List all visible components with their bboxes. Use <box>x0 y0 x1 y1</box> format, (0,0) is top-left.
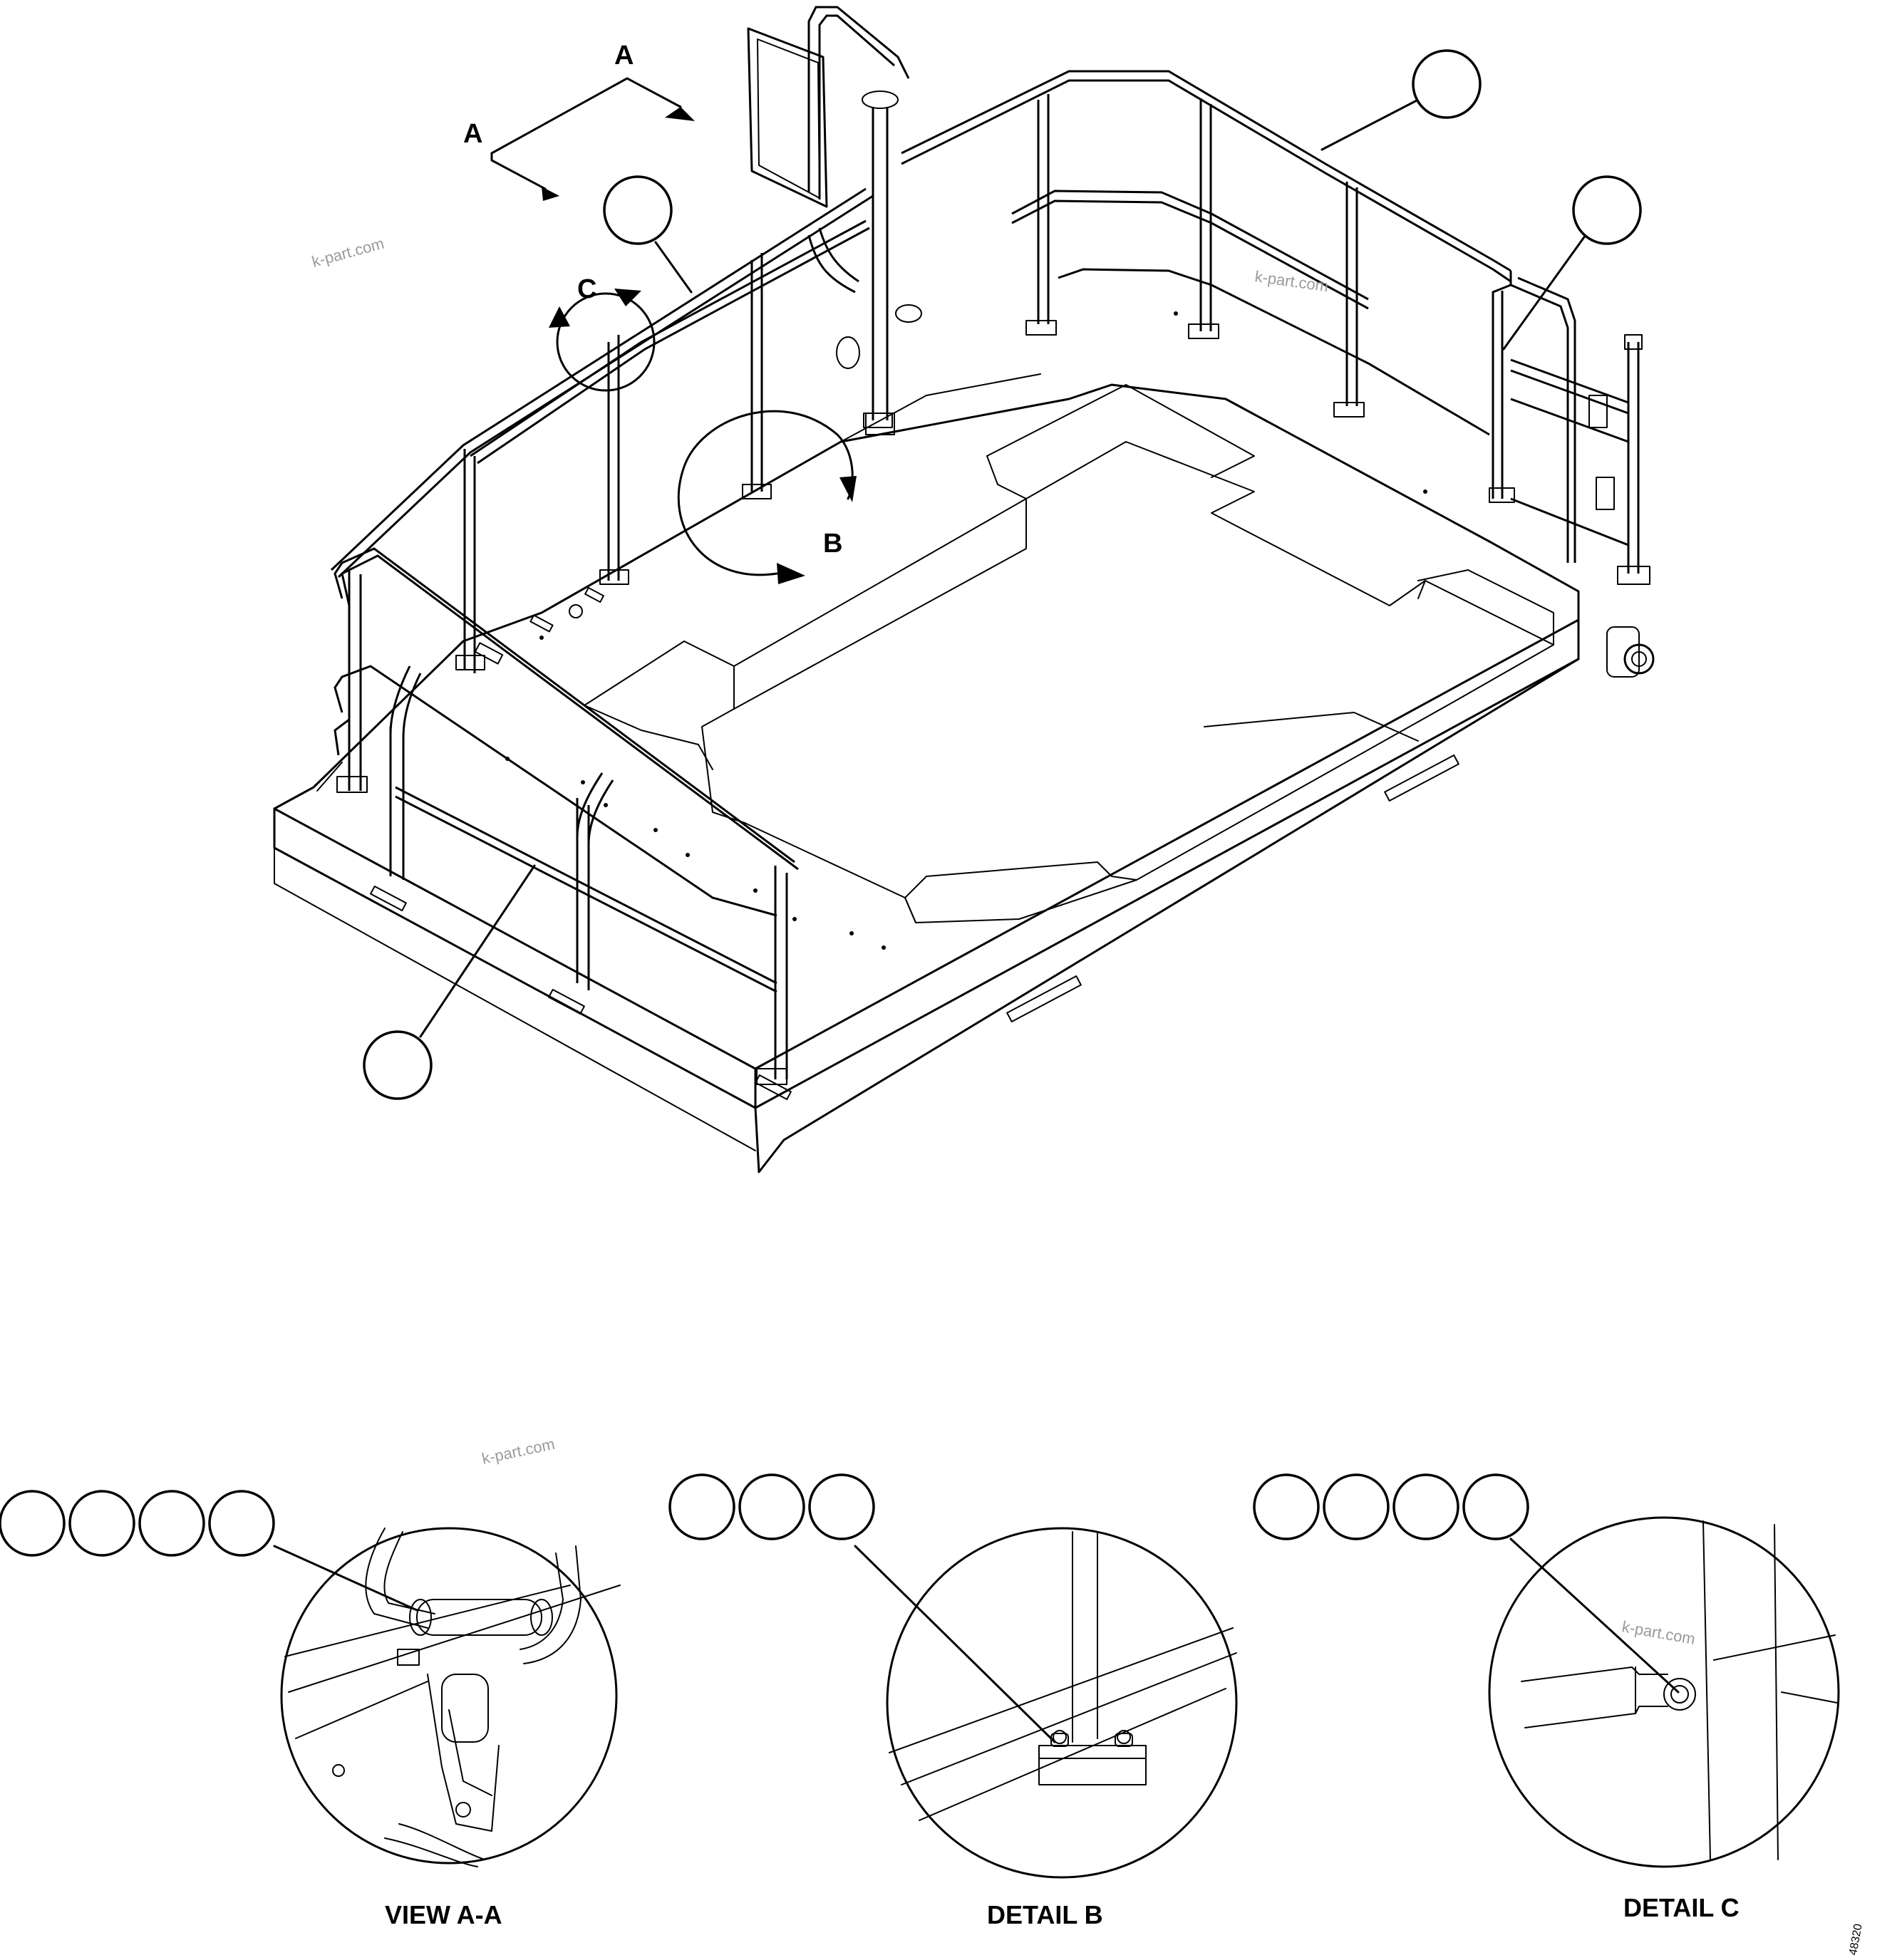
detail-c-caption: DETAIL C <box>1623 1893 1740 1922</box>
watermark: k-part.com <box>1621 1617 1697 1648</box>
back-handrail <box>901 70 1511 272</box>
callouts-main <box>363 49 1642 1100</box>
detail-c: DETAIL C <box>1253 1473 1840 1922</box>
callout-bubble <box>603 175 673 245</box>
callout-bubble <box>208 1490 275 1557</box>
callout-bubble <box>68 1490 135 1557</box>
handrails <box>330 6 1655 1085</box>
detail-b: DETAIL B <box>668 1473 1238 1929</box>
callout-bubble <box>1323 1473 1390 1540</box>
callout-bubble <box>668 1473 735 1540</box>
view-aa-circle <box>280 1527 618 1865</box>
callout-bubble <box>0 1490 66 1557</box>
callout-bubble <box>1462 1473 1529 1540</box>
view-marker-a-top: A <box>614 41 634 71</box>
view-aa-detail: VIEW A-A <box>0 1490 621 1929</box>
drawing-number: 48320 <box>1847 1923 1864 1956</box>
detail-b-circle <box>886 1527 1238 1879</box>
callout-bubble <box>1412 49 1482 119</box>
view-marker-a-left: A <box>463 119 482 149</box>
watermark: k-part.com <box>310 234 386 271</box>
callout-bubble <box>738 1473 805 1540</box>
callout-bubble <box>1392 1473 1459 1540</box>
deck-bolt-holes <box>505 311 1427 950</box>
view-aa-caption: VIEW A-A <box>385 1900 502 1929</box>
callout-bubble <box>1572 175 1642 245</box>
callout-bubble <box>1253 1473 1320 1540</box>
view-marker-b: B <box>823 529 842 559</box>
view-marker-c: C <box>577 274 596 304</box>
front-left-handrail <box>334 547 795 864</box>
view-markers: A A C B <box>463 41 857 584</box>
mirror <box>747 27 828 208</box>
detail-c-circle <box>1488 1516 1840 1868</box>
deck-opening <box>701 441 1554 923</box>
callout-bubble <box>138 1490 205 1557</box>
callout-bubble <box>363 1030 433 1100</box>
detail-b-caption: DETAIL B <box>987 1900 1103 1929</box>
callout-bubble <box>808 1473 875 1540</box>
deck-front-face <box>273 618 1580 1109</box>
watermark: k-part.com <box>480 1435 557 1468</box>
